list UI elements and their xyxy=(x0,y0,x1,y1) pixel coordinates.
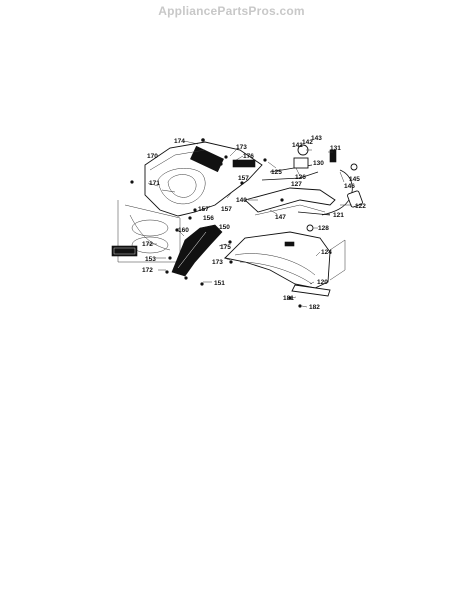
callout-124: 124 xyxy=(321,249,332,256)
bucket-inner xyxy=(234,253,316,276)
callout-142: 142 xyxy=(302,139,313,146)
watermark-text: AppliancePartsPros.com xyxy=(158,4,305,18)
callout-125: 125 xyxy=(271,169,282,176)
callout-182: 182 xyxy=(309,304,320,311)
callout-157-b: 157 xyxy=(198,206,209,213)
callout-175: 175 xyxy=(220,244,231,251)
chute-crank-box xyxy=(293,157,309,169)
callout-127: 127 xyxy=(291,181,302,188)
callout-147: 147 xyxy=(275,214,286,221)
cable xyxy=(321,169,353,216)
warning-decal-inner xyxy=(113,247,136,255)
callout-157-c: 157 xyxy=(221,206,232,213)
warning-decal xyxy=(111,245,138,257)
callout-131: 131 xyxy=(330,145,341,152)
callout-122: 122 xyxy=(355,203,366,210)
shroud-edge xyxy=(149,149,206,171)
callout-172-b: 172 xyxy=(142,267,153,274)
bucket-lip xyxy=(239,261,313,285)
cable-connector xyxy=(350,163,358,171)
callout-171-b: 171 xyxy=(205,229,216,236)
callout-141: 141 xyxy=(292,142,303,149)
fasteners xyxy=(130,138,302,308)
frame-left xyxy=(117,200,180,263)
callout-157-a: 157 xyxy=(238,175,249,182)
callout-160: 160 xyxy=(178,227,189,234)
shroud-inner xyxy=(167,174,197,198)
housing-side xyxy=(124,204,181,262)
crank-knob xyxy=(347,190,363,208)
handle-rail xyxy=(244,187,336,213)
callout-170: 170 xyxy=(147,153,158,160)
callout-120: 120 xyxy=(317,279,328,286)
callout-173-top: 173 xyxy=(236,144,247,151)
callout-181: 181 xyxy=(283,295,294,302)
bucket-tab xyxy=(284,241,295,247)
bearing-128 xyxy=(306,224,314,232)
scraper-bar xyxy=(291,284,331,297)
callout-121: 121 xyxy=(333,212,344,219)
handle-rail-lower xyxy=(254,204,326,216)
crank-handle xyxy=(329,149,337,163)
frame-right xyxy=(329,239,346,281)
callout-153: 153 xyxy=(145,256,156,263)
callout-176: 176 xyxy=(243,153,254,160)
callout-151: 151 xyxy=(214,280,225,287)
shaft xyxy=(297,211,331,216)
callout-140: 140 xyxy=(236,197,247,204)
callout-156: 156 xyxy=(203,215,214,222)
callout-130: 130 xyxy=(313,160,324,167)
callout-173-bottom: 173 xyxy=(212,259,223,266)
callout-150: 150 xyxy=(219,224,230,231)
callout-146: 146 xyxy=(344,183,355,190)
callout-172-a: 172 xyxy=(142,241,153,248)
leader-lines xyxy=(147,140,352,308)
housing-curve xyxy=(129,214,171,251)
chute-deflector-edge xyxy=(177,231,207,269)
auger-outline-b xyxy=(131,236,169,254)
callout-171-a: 171 xyxy=(149,180,160,187)
shroud-opening xyxy=(157,168,206,205)
callout-174: 174 xyxy=(174,138,185,145)
chute-deflector xyxy=(171,224,223,277)
callout-145: 145 xyxy=(349,176,360,183)
linkage-rod xyxy=(261,171,319,181)
decal-plate xyxy=(232,159,256,168)
callout-128: 128 xyxy=(318,225,329,232)
bucket-housing xyxy=(224,231,331,289)
auger-outline-a xyxy=(131,219,169,237)
callout-126: 126 xyxy=(295,174,306,181)
callout-143: 143 xyxy=(311,135,322,142)
